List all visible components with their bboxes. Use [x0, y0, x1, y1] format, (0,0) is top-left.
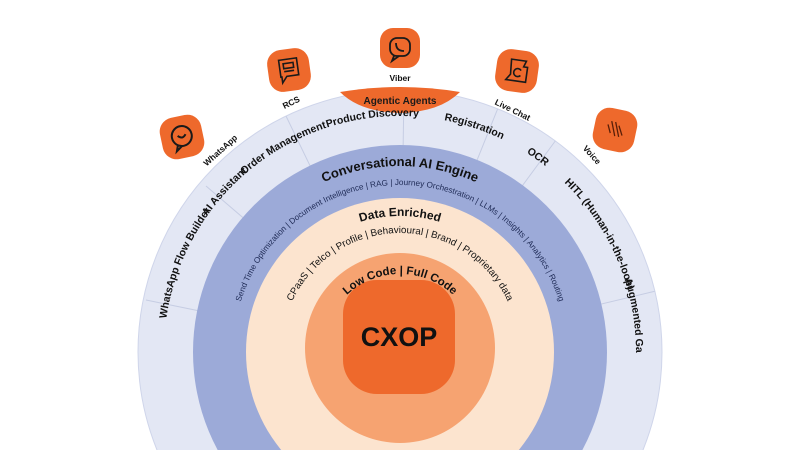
viber-icon [389, 37, 411, 64]
voice-waveform-icon [607, 121, 623, 138]
agentic-agents-badge[interactable]: Agentic Agents [340, 87, 460, 113]
data-enriched-title: Data Enriched [357, 205, 442, 225]
live-chat-icon [504, 58, 529, 84]
channel-rcs[interactable]: RCS [265, 46, 315, 112]
rcs-label: RCS [281, 94, 302, 111]
rcs-message-icon [277, 56, 300, 86]
cxop-core[interactable] [343, 280, 455, 394]
channel-voice[interactable]: Voice [578, 103, 640, 173]
whatsapp-icon [170, 125, 193, 155]
channel-viber[interactable]: Viber [380, 28, 420, 83]
viber-label: Viber [389, 73, 411, 83]
cxop-label: CXOP [361, 322, 438, 352]
agentic-agents-label: Agentic Agents [364, 96, 437, 107]
